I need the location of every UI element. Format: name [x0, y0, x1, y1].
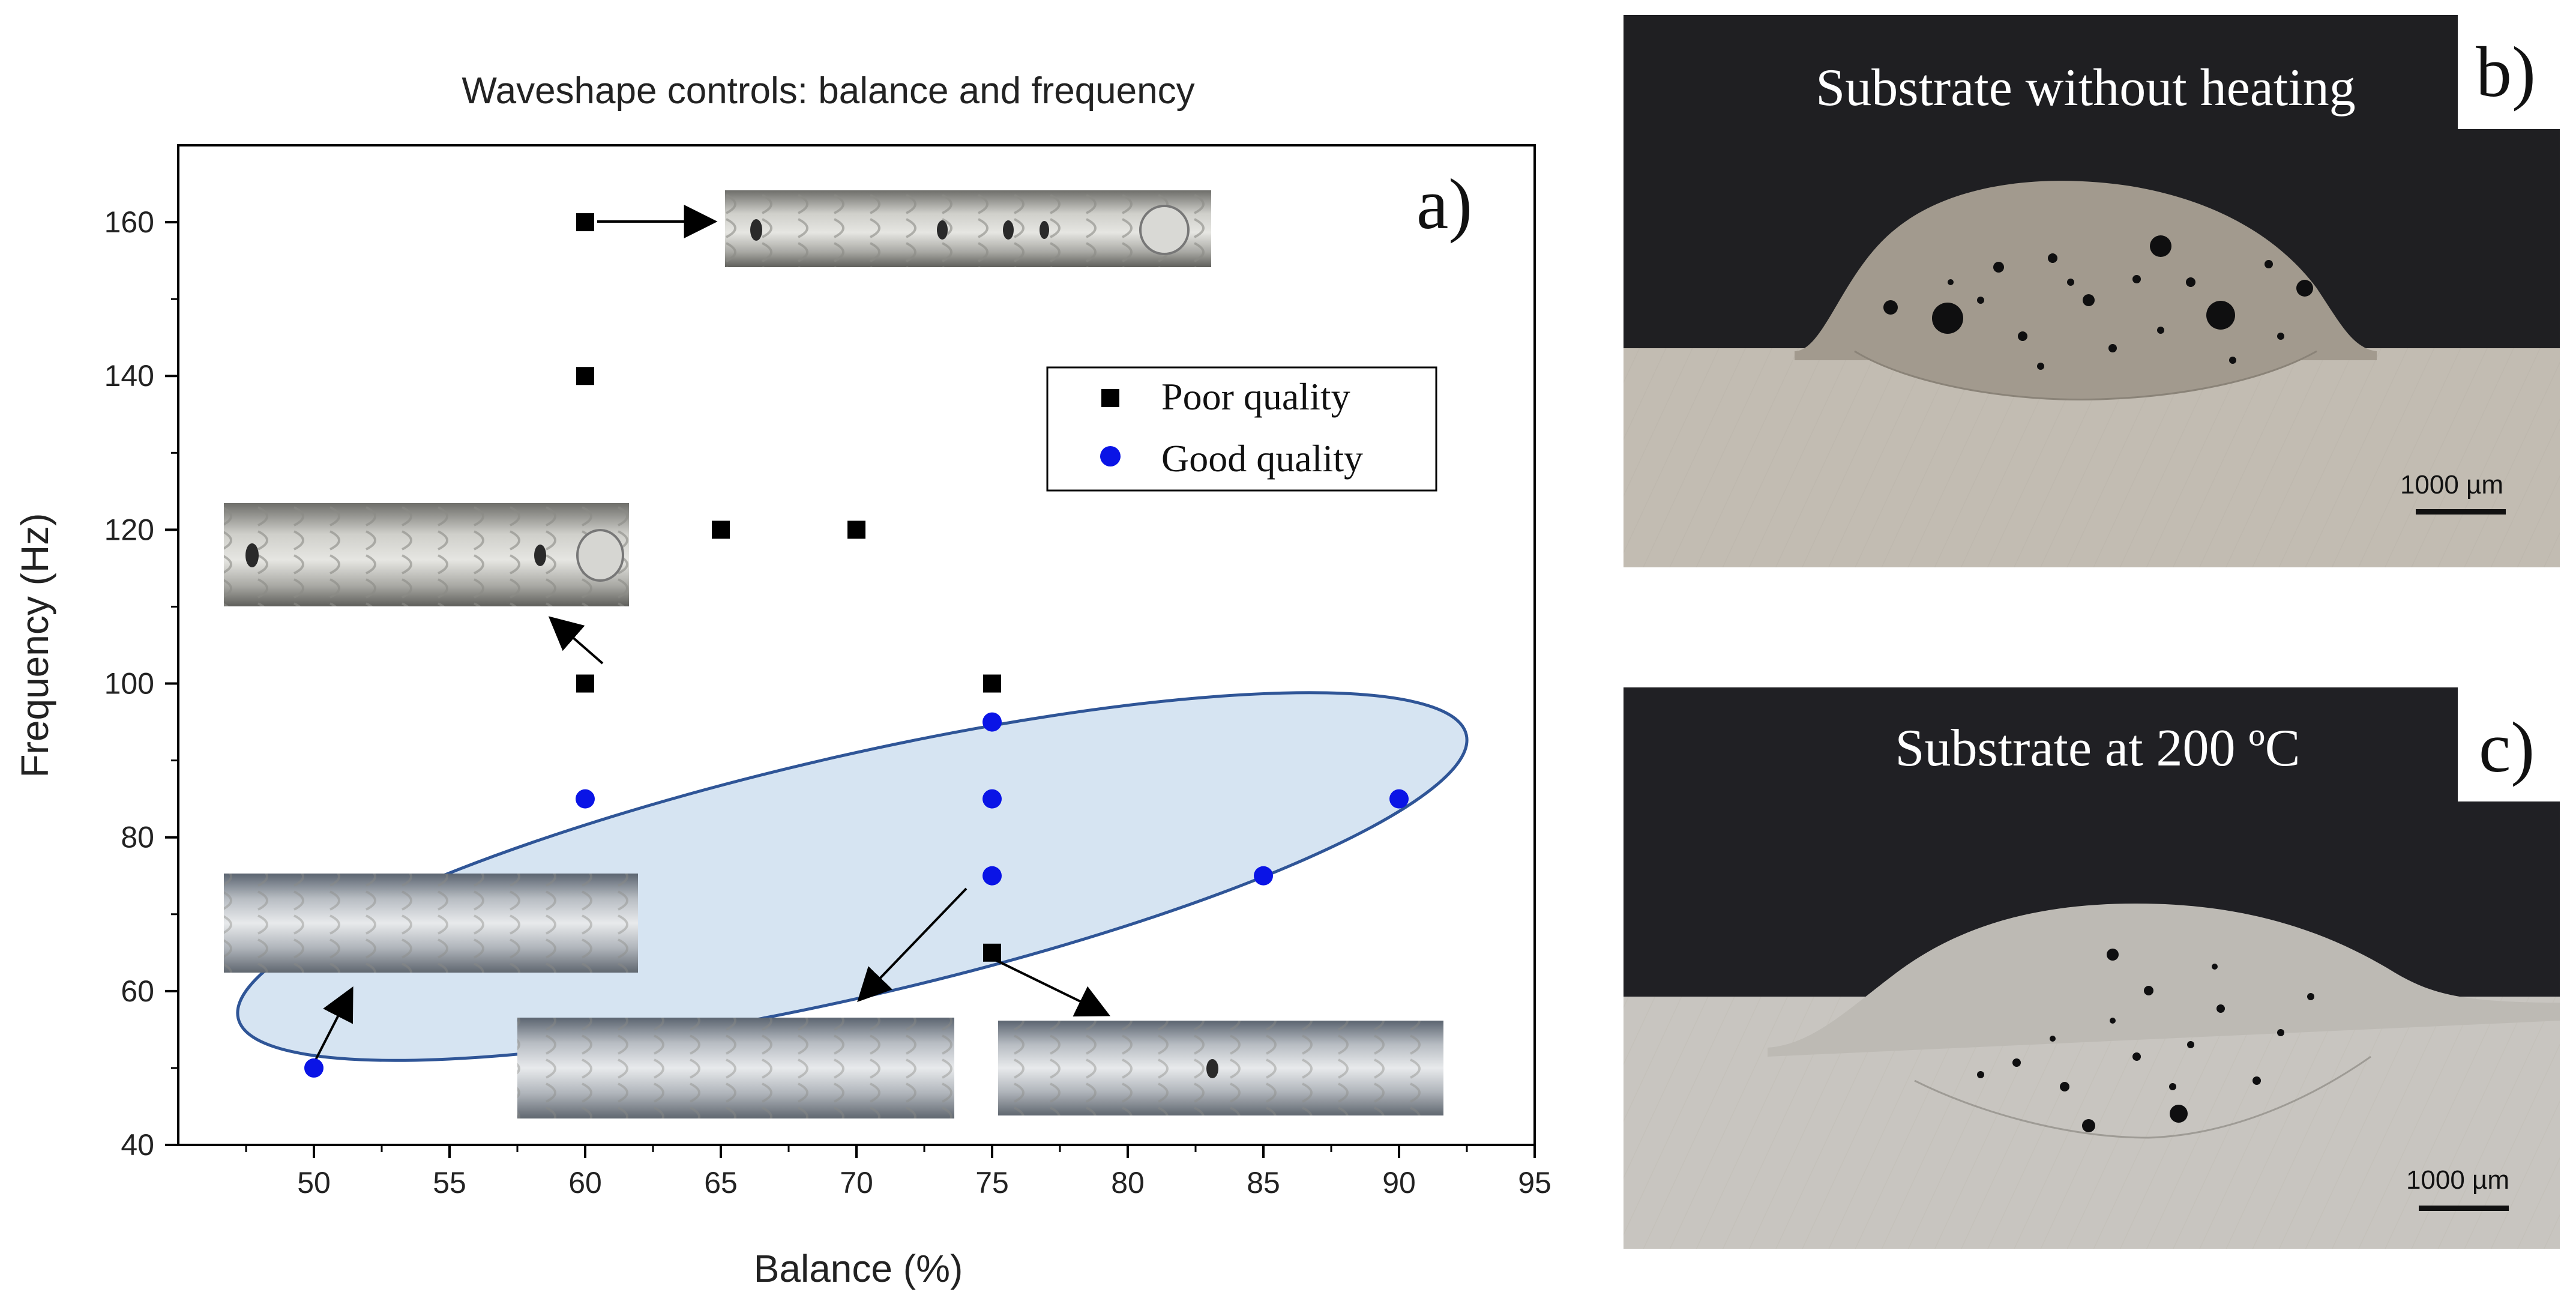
good-quality-point [1389, 789, 1409, 809]
legend-marker-poor [1101, 389, 1119, 407]
arrow-65hz [984, 953, 1111, 1017]
legend-marker-good [1100, 446, 1121, 466]
y-tick-label: 80 [121, 821, 154, 854]
y-axis-label: Frequency (Hz) [13, 513, 56, 778]
chart-title: Waveshape controls: balance and frequenc… [462, 70, 1194, 112]
x-tick-label: 55 [433, 1166, 466, 1200]
arrow-50hz [314, 986, 354, 1060]
scale-bar-label-c: 1000 µm [2406, 1165, 2509, 1195]
axis-tick-labels: 50 55 60 65 70 75 80 85 90 95 40 60 80 100 120 140 160 [104, 205, 1551, 1200]
good-quality-point [983, 866, 1002, 886]
y-tick-label: 100 [104, 667, 154, 701]
legend-box [1046, 366, 1437, 492]
good-quality-point [983, 712, 1002, 732]
arrow-100hz [548, 616, 604, 665]
legend-label-poor: Poor quality [1161, 375, 1350, 418]
axis-ticks [165, 221, 1536, 1158]
poor-quality-point [983, 674, 1001, 693]
poor-quality-point [576, 674, 594, 693]
y-tick-label: 60 [121, 974, 154, 1008]
x-axis-label: Balance (%) [754, 1247, 963, 1290]
good-quality-point [576, 789, 595, 809]
scale-bar-label-b: 1000 µm [2400, 470, 2503, 500]
scale-bar-b [2416, 509, 2506, 515]
weld-photo-poor-65hz [998, 1021, 1443, 1115]
porosity-c [1977, 949, 2314, 1132]
callout-arrows [314, 205, 1111, 1060]
weld-photo-good-50hz [224, 874, 638, 973]
panel-label-b: b) [2476, 32, 2536, 112]
x-tick-label: 65 [704, 1166, 738, 1200]
y-tick-label: 120 [104, 513, 154, 546]
y-tick-label: 140 [104, 359, 154, 393]
porosity-b [1883, 235, 2313, 370]
x-tick-label: 90 [1382, 1166, 1416, 1200]
poor-quality-point [576, 213, 594, 232]
panel-label-box-c [2458, 687, 2560, 801]
legend-label-good: Good quality [1161, 437, 1363, 480]
scale-bar-c [2419, 1206, 2509, 1211]
good-quality-point [304, 1058, 324, 1078]
good-quality-point [983, 789, 1002, 809]
chart-panel-a: Waveshape controls: balance and frequenc… [13, 70, 1551, 1290]
x-tick-label: 70 [840, 1166, 873, 1200]
x-tick-label: 95 [1518, 1166, 1551, 1200]
weld-bead-c [1768, 904, 2560, 1057]
weld-photo-good-75hz [517, 1018, 954, 1118]
weld-photo-poor-160hz [725, 190, 1211, 267]
x-tick-label: 60 [568, 1166, 602, 1200]
caption-c: Substrate at 200 ºC [1895, 719, 2301, 777]
poor-quality-point [847, 521, 865, 539]
poor-quality-point [576, 367, 594, 385]
weld-photo-poor-100hz [224, 503, 629, 606]
y-tick-label: 40 [121, 1128, 154, 1162]
poor-quality-point [712, 521, 730, 539]
data-points [304, 213, 1409, 1078]
caption-b: Substrate without heating [1816, 59, 2355, 117]
x-tick-label: 85 [1247, 1166, 1280, 1200]
panel-label-box-b [2458, 15, 2560, 129]
y-tick-label: 160 [104, 205, 154, 239]
good-quality-point [1254, 866, 1273, 886]
x-tick-label: 75 [975, 1166, 1009, 1200]
poor-quality-point [983, 943, 1001, 962]
panel-label-a: a) [1416, 164, 1472, 244]
micrograph-panel-c: c) Substrate at 200 ºC 1000 µm [1624, 687, 2560, 1249]
panel-label-c: c) [2479, 707, 2535, 787]
micrograph-panel-b: b) Substrate without heating 1000 µm [1624, 15, 2560, 567]
legend: Poor quality Good quality [1046, 366, 1437, 492]
x-tick-label: 50 [297, 1166, 331, 1200]
x-tick-label: 80 [1111, 1166, 1145, 1200]
arrow-75hz [857, 887, 968, 1003]
